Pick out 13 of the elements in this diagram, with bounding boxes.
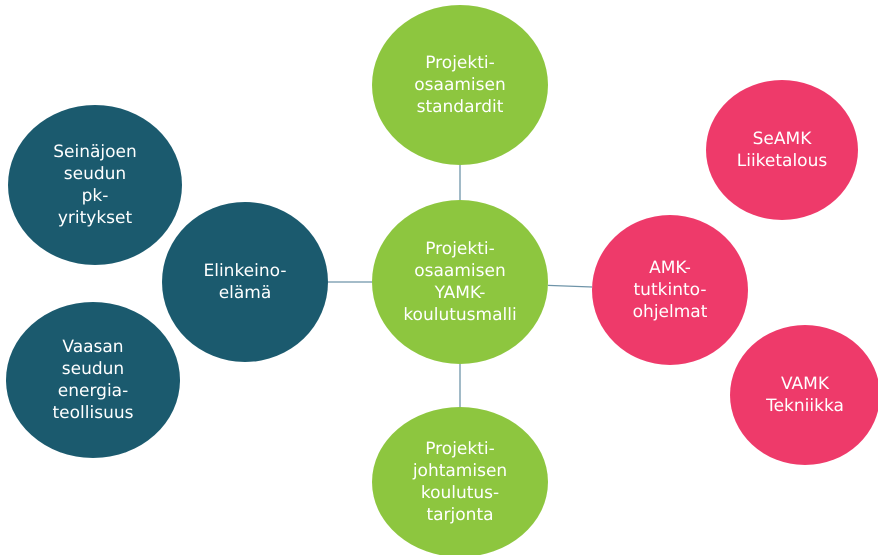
node-label: Projekti- osaamisen standardit bbox=[414, 52, 506, 118]
node-label: Elinkeino- elämä bbox=[203, 260, 286, 304]
connector-line bbox=[548, 284, 592, 288]
node-label: SeAMK Liiketalous bbox=[736, 128, 828, 172]
node-label: Seinäjoen seudun pk- yritykset bbox=[53, 140, 137, 230]
connector-line bbox=[328, 281, 372, 283]
node-label: AMK- tutkinto- ohjelmat bbox=[632, 256, 708, 324]
node-label: VAMK Tekniikka bbox=[766, 372, 844, 418]
node-label: Projekti- johtamisen koulutus- tarjonta bbox=[412, 438, 508, 526]
node-label: Projekti- osaamisen YAMK- koulutusmalli bbox=[403, 238, 517, 326]
connector-line bbox=[459, 165, 461, 200]
node-label: Vaasan seudun energia- teollisuus bbox=[52, 336, 134, 424]
connector-line bbox=[459, 364, 461, 407]
